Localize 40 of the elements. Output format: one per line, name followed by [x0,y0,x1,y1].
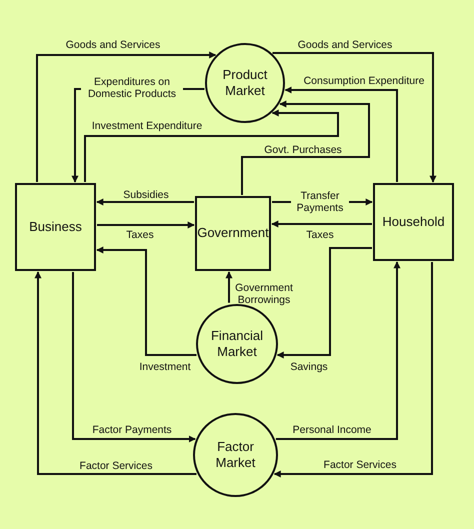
node-label: Financial Market [210,328,264,360]
edge-label: Personal Income [292,424,372,436]
arrow [72,272,196,442]
arrow [84,110,339,182]
arrow [96,198,194,206]
node-label: Government [197,225,269,242]
arrow [36,52,216,182]
edge-label: Goods and Services [298,38,392,52]
node-label: Factor Market [214,438,256,472]
arrow [276,261,400,440]
arrow [96,246,196,356]
sector-box [15,183,96,271]
arrow [271,220,372,228]
edge-label: Transfer Payments [291,190,349,214]
arrow [34,271,196,475]
edge-label: Goods and Services [66,38,160,52]
arrow [241,100,370,195]
edge-label: Consumption Expenditure [304,74,424,88]
arrow [272,52,436,183]
edge-label: Factor Services [80,460,152,472]
arrow [276,247,372,358]
arrow [226,271,232,303]
edge-label: Savings [290,360,328,374]
edge-label: Factor Services [324,458,396,472]
edge-label: Taxes [306,228,334,242]
node-label: Household [382,214,445,230]
sector-box [373,183,454,261]
edge-label: Factor Payments [92,424,172,436]
edge-label: Investment [139,360,191,374]
arrow [284,86,398,182]
edge-label: Taxes [126,228,154,242]
edge-label: Investment Expenditure [92,120,202,132]
arrow [274,262,433,478]
node-label: Product Market [222,66,268,100]
edge-label: Subsidies [123,188,169,202]
edge-label: Expenditures on Domestic Products [81,76,183,100]
node-label: Business [29,218,82,236]
sector-box [195,196,271,271]
arrow [97,222,195,228]
edge-label: Govt. Purchases [264,144,342,156]
